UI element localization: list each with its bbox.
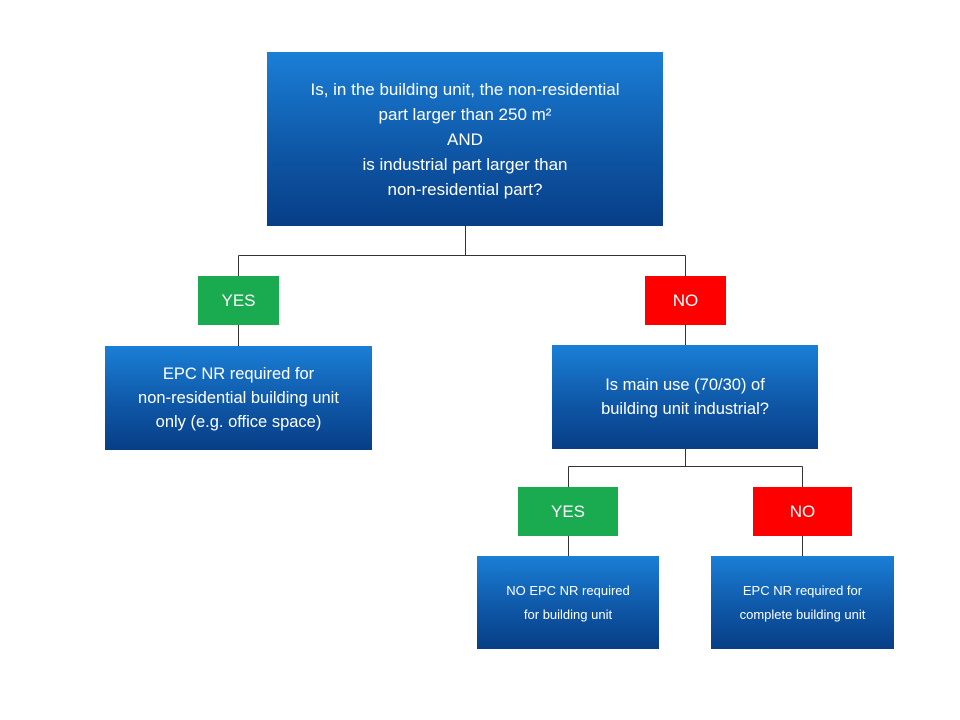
- question-nonresidential-area: Is, in the building unit, the non-reside…: [267, 52, 663, 226]
- question-main-use-industrial: Is main use (70/30) of building unit ind…: [552, 345, 818, 449]
- result-no-epc-nr-required-text: NO EPC NR required for building unit: [506, 582, 630, 622]
- result-epc-nr-nonresidential-only: EPC NR required for non-residential buil…: [105, 346, 372, 450]
- result-epc-nr-nonresidential-only-text: EPC NR required for non-residential buil…: [138, 365, 339, 431]
- question-nonresidential-area-text: Is, in the building unit, the non-reside…: [310, 79, 620, 199]
- question-main-use-industrial-text: Is main use (70/30) of building unit ind…: [601, 376, 769, 418]
- no-label-level1: NO: [645, 276, 726, 325]
- no-label-level2: NO: [753, 487, 852, 536]
- result-no-epc-nr-required: NO EPC NR required for building unit: [477, 556, 659, 649]
- result-epc-nr-complete-unit: EPC NR required for complete building un…: [711, 556, 894, 649]
- yes-label-level1: YES: [198, 276, 279, 325]
- result-epc-nr-complete-unit-text: EPC NR required for complete building un…: [739, 582, 866, 622]
- yes-label-level2: YES: [518, 487, 618, 536]
